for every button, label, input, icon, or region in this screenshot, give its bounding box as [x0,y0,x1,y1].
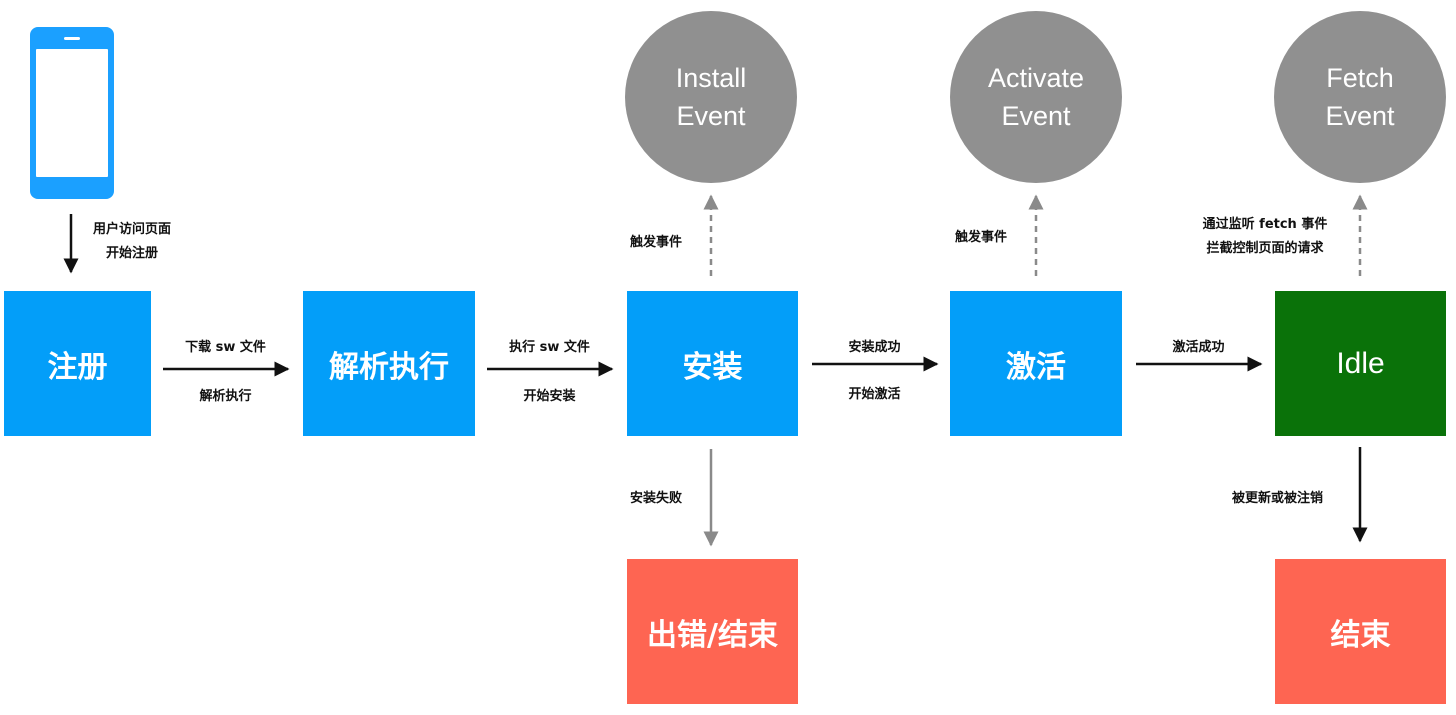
end-node: 结束 [1275,559,1446,704]
register-node-label: 注册 [47,349,108,385]
download-label-top: 下载 sw 文件 [185,340,266,355]
install-node: 安装 [627,291,798,436]
error-end-node-label: 出错/结束 [647,617,778,653]
execute-label-top: 执行 sw 文件 [509,340,590,355]
fetch-intercept-line2: 拦截控制页面的请求 [1206,241,1324,256]
install-event-line2: Event [676,101,746,131]
activate-event-line2: Event [1001,101,1071,131]
trigger-install-label: 触发事件 [630,235,683,250]
fetch-event-line2: Event [1325,101,1395,131]
trigger-activate-label: 触发事件 [955,230,1008,245]
fetch-event-node: Fetch Event [1274,11,1446,183]
execute-label-bottom: 开始安装 [523,389,576,404]
fetch-intercept-line1: 通过监听 fetch 事件 [1202,217,1328,232]
user-visit-label: 用户访问页面 开始注册 [80,218,184,266]
idle-node-label: Idle [1336,346,1385,380]
activate-event-node: Activate Event [950,11,1122,183]
register-node: 注册 [4,291,151,436]
phone-speaker [64,37,80,40]
fetch-intercept-label: 通过监听 fetch 事件 拦截控制页面的请求 [1190,213,1340,261]
end-node-label: 结束 [1330,617,1391,653]
user-visit-line2: 开始注册 [105,246,158,261]
phone-screen [36,49,108,177]
parse-node-label: 解析执行 [329,349,449,385]
install-event-node: Install Event [625,11,797,183]
activate-node-label: 激活 [1006,349,1066,385]
parse-node: 解析执行 [303,291,475,436]
install-node-label: 安装 [682,349,743,385]
install-success-label-top: 安装成功 [848,340,901,355]
user-visit-line1: 用户访问页面 [92,222,171,237]
error-end-node: 出错/结束 [627,559,798,704]
download-label-bottom: 解析执行 [199,389,252,404]
fetch-event-line1: Fetch [1326,63,1394,93]
install-success-label-bottom: 开始激活 [848,387,901,402]
updated-unregistered-label: 被更新或被注销 [1232,491,1324,506]
install-fail-label: 安装失败 [630,491,683,506]
idle-node: Idle [1275,291,1446,436]
activate-success-label: 激活成功 [1172,340,1225,355]
activate-node: 激活 [950,291,1122,436]
install-event-line1: Install [675,63,747,93]
activate-event-line1: Activate [987,63,1085,93]
mobile-phone-icon [30,27,114,199]
